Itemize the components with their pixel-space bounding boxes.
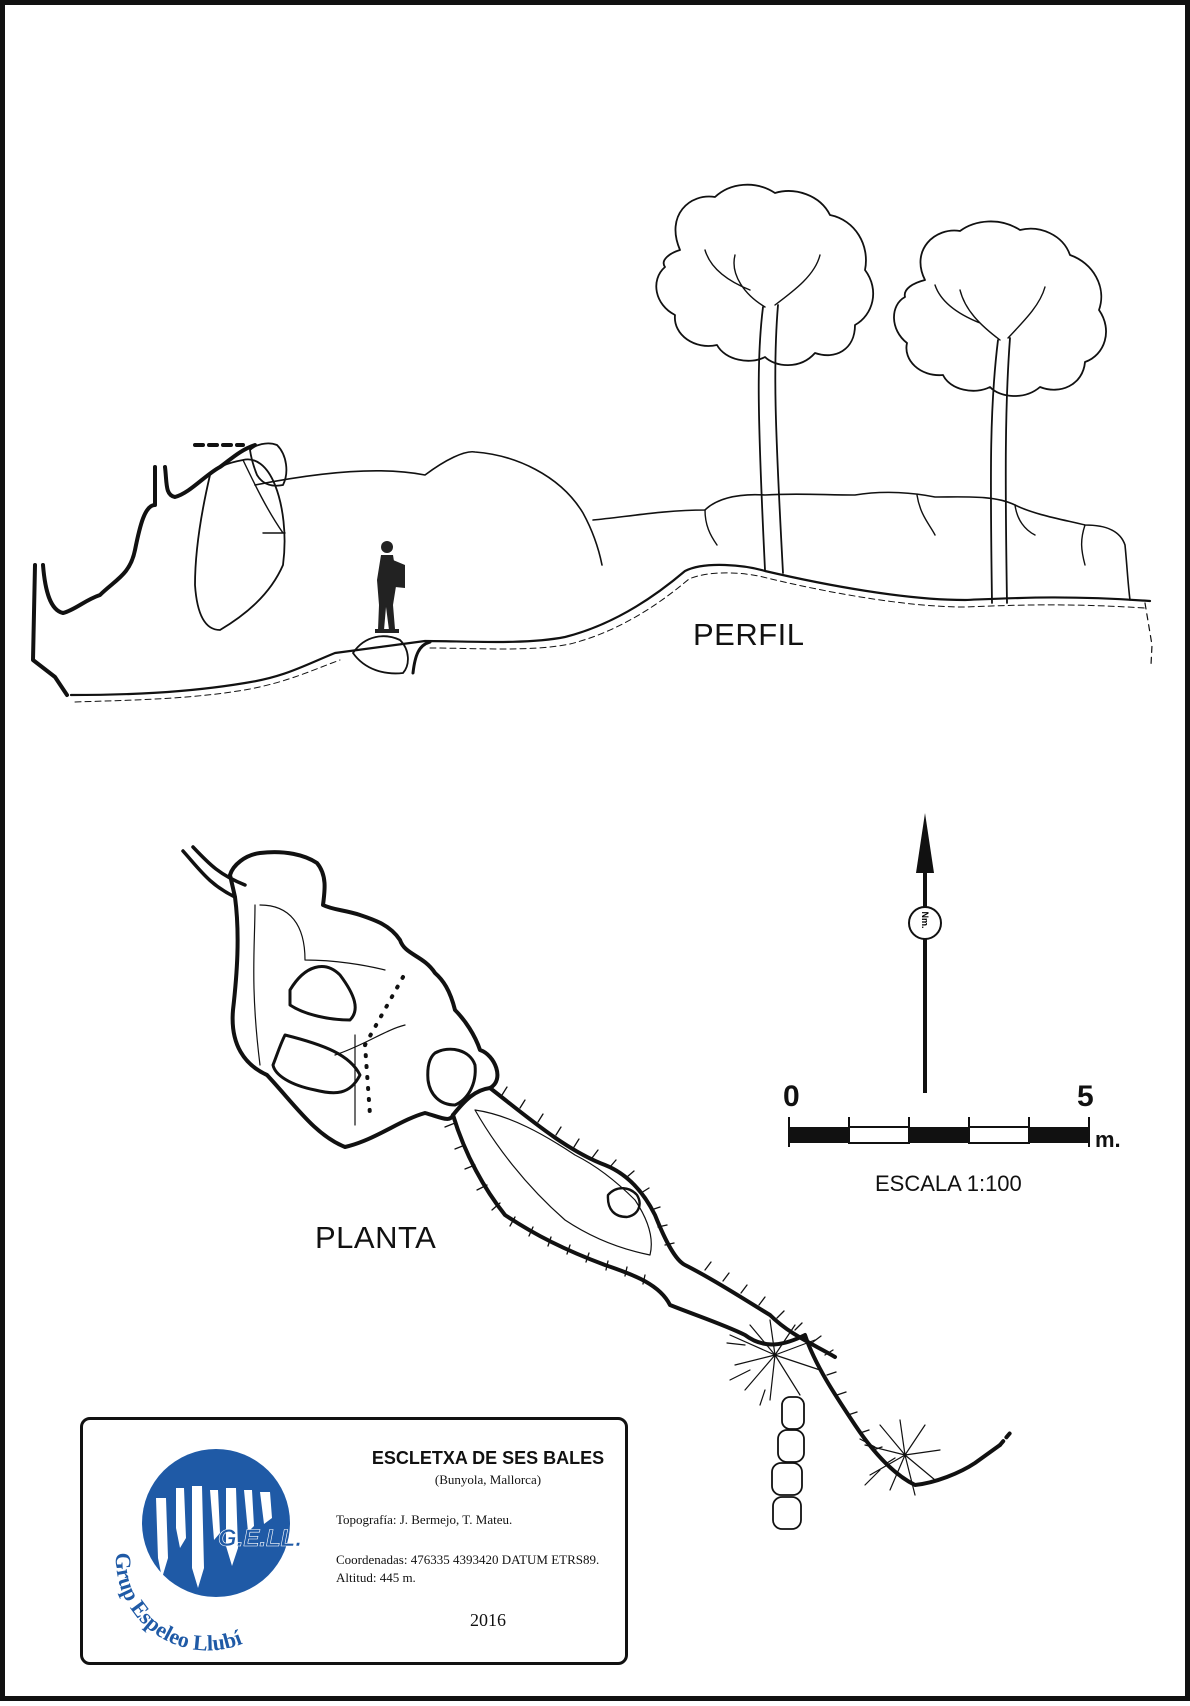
north-arrow [908, 813, 942, 1093]
logo-abbrev: G.E.LL. [218, 1525, 302, 1552]
tree-1 [655, 183, 874, 574]
north-label: Nm. [920, 911, 930, 929]
plan-block-4 [606, 1187, 641, 1219]
cave-title: ESCLETXA DE SES BALES [371, 1448, 605, 1468]
plan-block-1 [288, 965, 357, 1022]
plan-dotted-line [363, 975, 405, 1117]
coordinates: Coordenadas: 476335 4393420 DATUM ETRS89… [336, 1552, 600, 1567]
altitude: Altitud: 445 m. [336, 1570, 416, 1585]
cave-location: (Bunyola, Mallorca) [434, 1472, 542, 1487]
person-silhouette [375, 541, 405, 633]
plan-drawing [181, 845, 1012, 1530]
profile-rock-outcrop [254, 450, 1131, 601]
survey-year: 2016 [470, 1610, 506, 1630]
ground-hatching [74, 572, 1146, 703]
scale-unit-label: m. [1095, 1127, 1121, 1152]
profile-cave-wall-left [31, 563, 69, 697]
profile-drawing [31, 183, 1153, 703]
profile-floor-block [352, 635, 409, 675]
plan-block-chain [771, 1396, 805, 1530]
info-box: G.E.LL. Grup Espeleo Llubí ESCLETXA DE S… [80, 1417, 628, 1665]
plan-block-2 [271, 1033, 362, 1095]
scale-bar [788, 1117, 1090, 1147]
plan-label: PLANTA [315, 1220, 437, 1255]
survey-credits: Topografía: J. Bermejo, T. Mateu. [336, 1512, 513, 1527]
scale-end-label: 5 [1077, 1080, 1094, 1113]
scale-caption: ESCALA 1:100 [875, 1171, 1022, 1196]
passage-hatching [444, 1086, 896, 1464]
profile-hanging-block [194, 458, 286, 631]
root-systems [726, 1319, 941, 1496]
profile-label: PERFIL [693, 617, 805, 652]
cave-survey-drawing [31, 183, 1153, 1530]
scale-start-label: 0 [783, 1080, 800, 1113]
plan-main-chamber [228, 850, 500, 1149]
surface-ground-line [69, 563, 1152, 697]
gell-logo: G.E.LL. Grup Espeleo Llubí [111, 1449, 302, 1656]
plan-block-3 [426, 1047, 477, 1107]
tree-2 [893, 220, 1107, 604]
